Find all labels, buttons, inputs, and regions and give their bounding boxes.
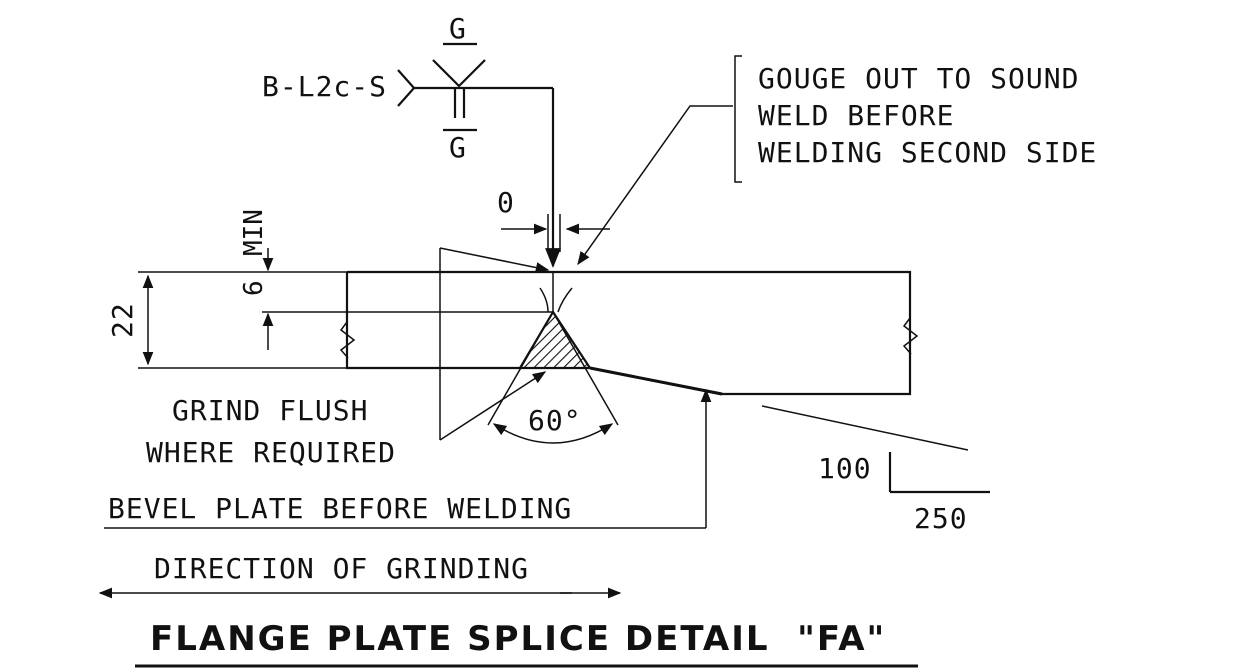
grind-leader-bottom [439, 371, 547, 441]
gouge-note-line3: WELDING SECOND SIDE [758, 136, 1097, 169]
root-face-label: 6 [239, 280, 269, 296]
symbol-tail [397, 69, 416, 107]
finish-top-label: G [449, 12, 467, 45]
slope-line [761, 405, 969, 451]
note-bracket [734, 55, 742, 183]
grinding-direction: DIRECTION OF GRINDING [98, 552, 622, 599]
finish-bottom-label: G [449, 131, 467, 164]
groove-angle-label: 60° [528, 404, 582, 437]
angle-arc [492, 423, 614, 444]
groove-angle-dimension: 60° [487, 311, 619, 444]
left-break-symbol [339, 321, 356, 359]
weld-hatched-area [518, 309, 593, 370]
right-break-symbol [902, 317, 919, 355]
grind-note-line1: GRIND FLUSH [172, 394, 368, 427]
bevel-transition [589, 366, 723, 396]
root-opening-label: 0 [497, 186, 515, 219]
back-gouge-arc-left [539, 287, 549, 313]
detail-title: FLANGE PLATE SPLICE DETAIL "FA" [135, 619, 918, 668]
gouge-note: GOUGE OUT TO SOUND WELD BEFORE WELDING S… [577, 55, 1097, 266]
weld-symbol: B-L2c-S G G [262, 12, 561, 268]
root-face-dimension: 6 MIN [239, 209, 274, 350]
gouge-note-line2: WELD BEFORE [758, 99, 954, 132]
thickness-label: 22 [106, 302, 139, 338]
root-face-qualifier: MIN [239, 209, 269, 256]
bevel-note-label: BEVEL PLATE BEFORE WELDING [108, 492, 572, 525]
angle-ext-left [487, 311, 554, 426]
root-opening-dimension: 0 [497, 186, 610, 252]
joint-designation-label: B-L2c-S [262, 70, 387, 103]
gouge-note-line1: GOUGE OUT TO SOUND [758, 62, 1079, 95]
bevel-note: BEVEL PLATE BEFORE WELDING [104, 388, 712, 529]
slope-indicator: 100 250 [761, 405, 990, 535]
top-groove-symbol [432, 59, 486, 88]
back-gouge-arc-right [557, 287, 573, 313]
grind-leader-top [439, 247, 550, 273]
angle-ext-right [552, 311, 619, 426]
right-plate-outline [553, 270, 912, 396]
grind-note-line2: WHERE REQUIRED [146, 436, 396, 469]
slope-run-label: 250 [914, 502, 968, 535]
gouge-leader [577, 105, 733, 266]
grind-note: GRIND FLUSH WHERE REQUIRED [146, 247, 550, 469]
thickness-dimension: 22 [106, 271, 347, 369]
left-plate-outline [345, 272, 520, 370]
weld-section [518, 287, 593, 370]
direction-label: DIRECTION OF GRINDING [154, 552, 529, 585]
slope-rise-label: 100 [818, 452, 872, 485]
detail-title-text: FLANGE PLATE SPLICE DETAIL "FA" [150, 619, 886, 659]
